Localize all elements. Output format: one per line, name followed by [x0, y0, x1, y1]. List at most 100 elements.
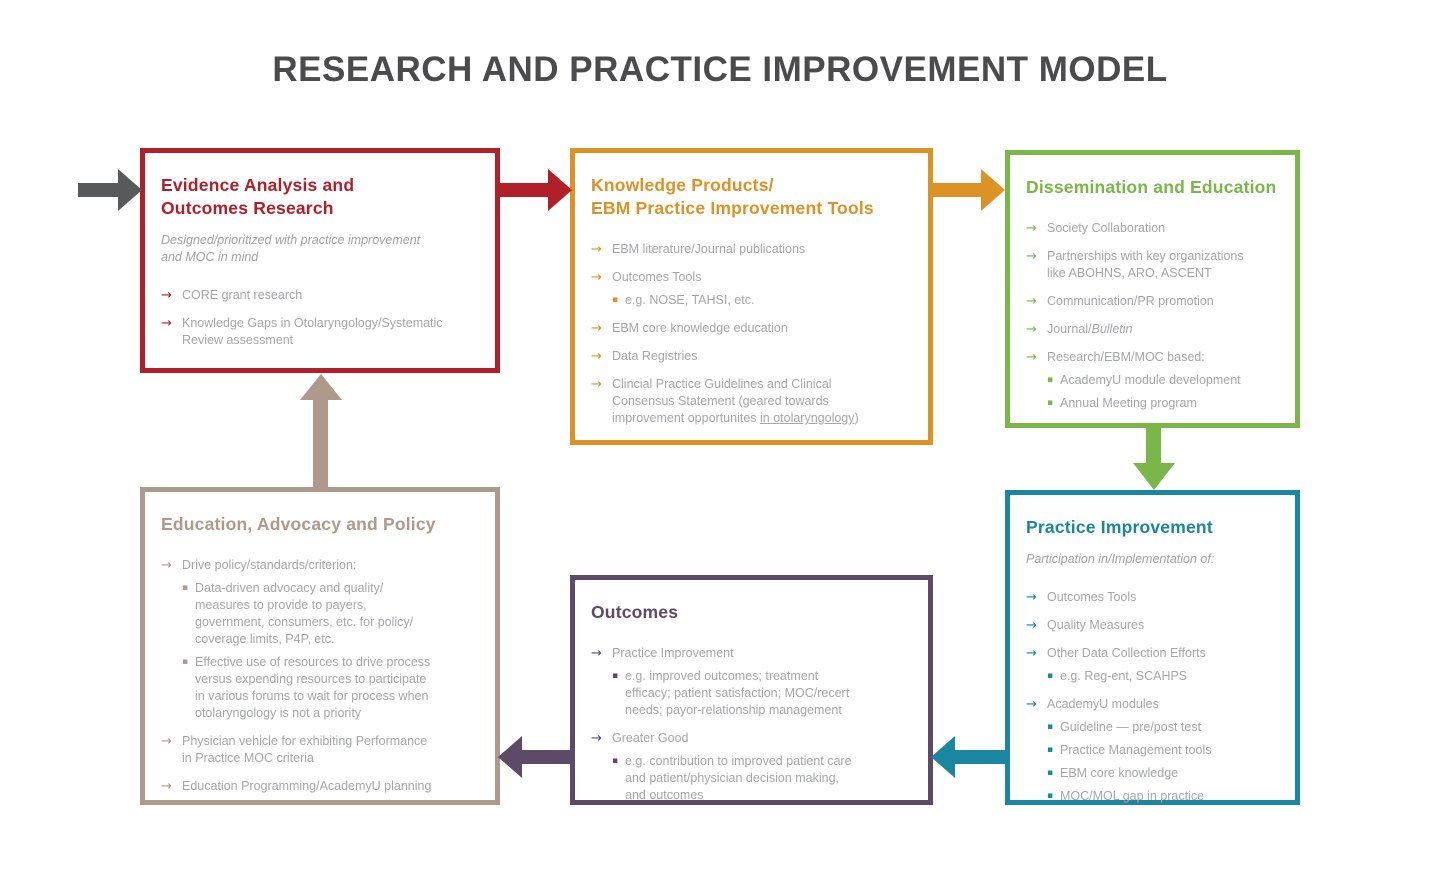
box-subtitle: Participation in/Implementation of:: [1026, 552, 1215, 566]
bullet-item: → Communication/PR promotion: [1026, 293, 1281, 310]
sub-bullet-item: ▪ Guideline — pre/post test: [1047, 719, 1281, 736]
bullet-text: EBM literature/Journal publications: [612, 242, 806, 256]
bullet-item: → Practice Improvement: [591, 645, 914, 662]
sub-bullet-text: Effective use of resources to drive proc…: [195, 655, 431, 720]
bullet-list: →Outcomes Tools → Quality Measures → Other D…: [1026, 589, 1281, 805]
bullet-list: →Practice Improvement▪e.g. improved outc…: [591, 645, 914, 804]
bullet-item: → Knowledge Gaps in Otolaryngology/System…: [161, 315, 481, 349]
arrow-bullet-icon: →: [161, 779, 172, 794]
arrow-bullet-icon: →: [161, 288, 172, 303]
bullet-item: →Outcomes Tools: [1026, 589, 1281, 606]
bullet-item: → EBM literature/Journal publications: [591, 241, 914, 258]
box-title: Knowledge Products/ EBM Practice Improve…: [591, 175, 874, 218]
bullet-list: →Drive policy/standards/criterion:▪Data-…: [161, 557, 481, 795]
bullet-item: →Society Collaboration: [1026, 220, 1281, 237]
sub-bullet-text: Practice Management tools: [1060, 743, 1212, 757]
arrow-bullet-icon: →: [161, 558, 172, 573]
sub-bullet-item: ▪ e.g. Reg-ent, SCAHPS: [1047, 668, 1281, 685]
bullet-text: Outcomes Tools: [612, 270, 702, 284]
bullet-item: → EBM core knowledge education: [591, 320, 914, 337]
box-title: Practice Improvement: [1026, 517, 1213, 537]
sub-bullet-text: AcademyU module development: [1060, 373, 1241, 387]
box-evidence-analysis-outcomes-research: Evidence Analysis and Outcomes Research …: [140, 148, 500, 373]
sub-bullet-item: ▪ MOC/MOL gap in practice: [1047, 788, 1281, 805]
sub-bullet-text: e.g. NOSE, TAHSI, etc.: [625, 293, 755, 307]
arrow-bullet-icon: →: [1026, 646, 1037, 661]
box-subtitle: Designed/prioritized with practice impro…: [161, 233, 421, 264]
box-practice-improvement: Practice Improvement Participation in/Im…: [1005, 490, 1300, 805]
sub-bullet-text: MOC/MOL gap in practice: [1060, 789, 1205, 803]
sub-bullet-text: Annual Meeting program: [1060, 396, 1197, 410]
bullet-item: → CORE grant research: [161, 287, 481, 304]
square-bullet-icon: ▪: [612, 671, 619, 681]
arrow-dissemination-to-practice-icon: [1132, 426, 1176, 490]
bullet-text: Outcomes Tools: [1047, 590, 1137, 604]
bullet-item: →Greater Good: [591, 730, 914, 747]
bullet-text: AcademyU modules: [1047, 697, 1159, 711]
square-bullet-icon: ▪: [1047, 768, 1054, 778]
arrow-bullet-icon: →: [1026, 249, 1037, 264]
sub-bullet-item: ▪ AcademyU module development: [1047, 372, 1281, 389]
sub-bullet-item: ▪ Effective use of resources to drive pro…: [182, 654, 481, 722]
arrow-bullet-icon: →: [161, 316, 172, 331]
sub-bullet-text: e.g. contribution to improved patient ca…: [625, 754, 852, 802]
square-bullet-icon: ▪: [182, 657, 189, 667]
arrow-outcomes-to-education-icon: [498, 736, 572, 778]
square-bullet-icon: ▪: [1047, 398, 1054, 408]
bullet-list: →Society Collaboration→Partnerships with…: [1026, 220, 1281, 412]
arrow-bullet-icon: →: [591, 731, 602, 746]
sub-bullet-item: ▪Data-driven advocacy and quality/ measu…: [182, 580, 481, 648]
box-dissemination-and-education: Dissemination and Education →Society Col…: [1005, 150, 1300, 428]
bullet-text: Other Data Collection Efforts: [1047, 646, 1206, 660]
bullet-item: → Partnerships with key organizations lik…: [1026, 248, 1281, 282]
bullet-text: Journal/Bulletin: [1047, 322, 1133, 336]
box-title: Evidence Analysis and Outcomes Research: [161, 175, 355, 218]
sub-bullet-item: ▪EBM core knowledge: [1047, 765, 1281, 782]
sub-bullet-item: ▪ e.g. contribution to improved patient c…: [612, 753, 914, 804]
bullet-text: CORE grant research: [182, 288, 303, 302]
page-title: RESEARCH AND PRACTICE IMPROVEMENT MODEL: [272, 50, 1168, 89]
bullet-text: Partnerships with key organizations like…: [1047, 249, 1244, 280]
bullet-text: Knowledge Gaps in Otolaryngology/Systema…: [182, 316, 443, 347]
bullet-item: → Outcomes Tools: [591, 269, 914, 286]
square-bullet-icon: ▪: [1047, 791, 1054, 801]
square-bullet-icon: ▪: [612, 295, 619, 305]
arrow-practice-to-outcomes-icon: [931, 736, 1005, 778]
arrow-education-to-evidence-icon: [299, 374, 343, 488]
bullet-list: → CORE grant research → Knowledge Gaps in O…: [161, 287, 481, 349]
sub-bullet-text: e.g. Reg-ent, SCAHPS: [1060, 669, 1188, 683]
bullet-text: Quality Measures: [1047, 618, 1145, 632]
bullet-item: →Research/EBM/MOC based:: [1026, 349, 1281, 366]
bullet-text: Communication/PR promotion: [1047, 294, 1214, 308]
arrow-bullet-icon: →: [1026, 294, 1037, 309]
square-bullet-icon: ▪: [612, 756, 619, 766]
arrow-bullet-icon: →: [591, 270, 602, 285]
sub-bullet-text: Guideline — pre/post test: [1060, 720, 1202, 734]
square-bullet-icon: ▪: [1047, 745, 1054, 755]
box-title: Education, Advocacy and Policy: [161, 514, 436, 534]
arrow-bullet-icon: →: [591, 321, 602, 336]
square-bullet-icon: ▪: [1047, 722, 1054, 732]
sub-bullet-item: ▪ Annual Meeting program: [1047, 395, 1281, 412]
arrow-bullet-icon: →: [1026, 697, 1037, 712]
arrow-bullet-icon: →: [591, 377, 602, 392]
sub-bullet-text: Data-driven advocacy and quality/ measur…: [195, 581, 414, 646]
bullet-item: →Clincial Practice Guidelines and Clinic…: [591, 376, 914, 427]
bullet-item: → Education Programming/AcademyU planning: [161, 778, 481, 795]
bullet-text: Physician vehicle for exhibiting Perform…: [182, 734, 428, 765]
bullet-text: EBM core knowledge education: [612, 321, 788, 335]
bullet-text: Practice Improvement: [612, 646, 734, 660]
sub-bullet-item: ▪ Practice Management tools: [1047, 742, 1281, 759]
box-outcomes: Outcomes →Practice Improvement▪e.g. impr…: [570, 575, 933, 805]
box-title: Dissemination and Education: [1026, 177, 1277, 197]
square-bullet-icon: ▪: [1047, 375, 1054, 385]
arrow-evidence-to-knowledge-icon: [498, 169, 572, 211]
arrow-bullet-icon: →: [591, 646, 602, 661]
arrow-bullet-icon: →: [591, 242, 602, 257]
box-education-advocacy-and-policy: Education, Advocacy and Policy → Drive po…: [140, 487, 500, 805]
square-bullet-icon: ▪: [1047, 671, 1054, 681]
bullet-text: Drive policy/standards/criterion:: [182, 558, 357, 572]
bullet-text: Education Programming/AcademyU planning: [182, 779, 432, 793]
arrow-bullet-icon: →: [1026, 221, 1037, 236]
bullet-text: Research/EBM/MOC based:: [1047, 350, 1205, 364]
